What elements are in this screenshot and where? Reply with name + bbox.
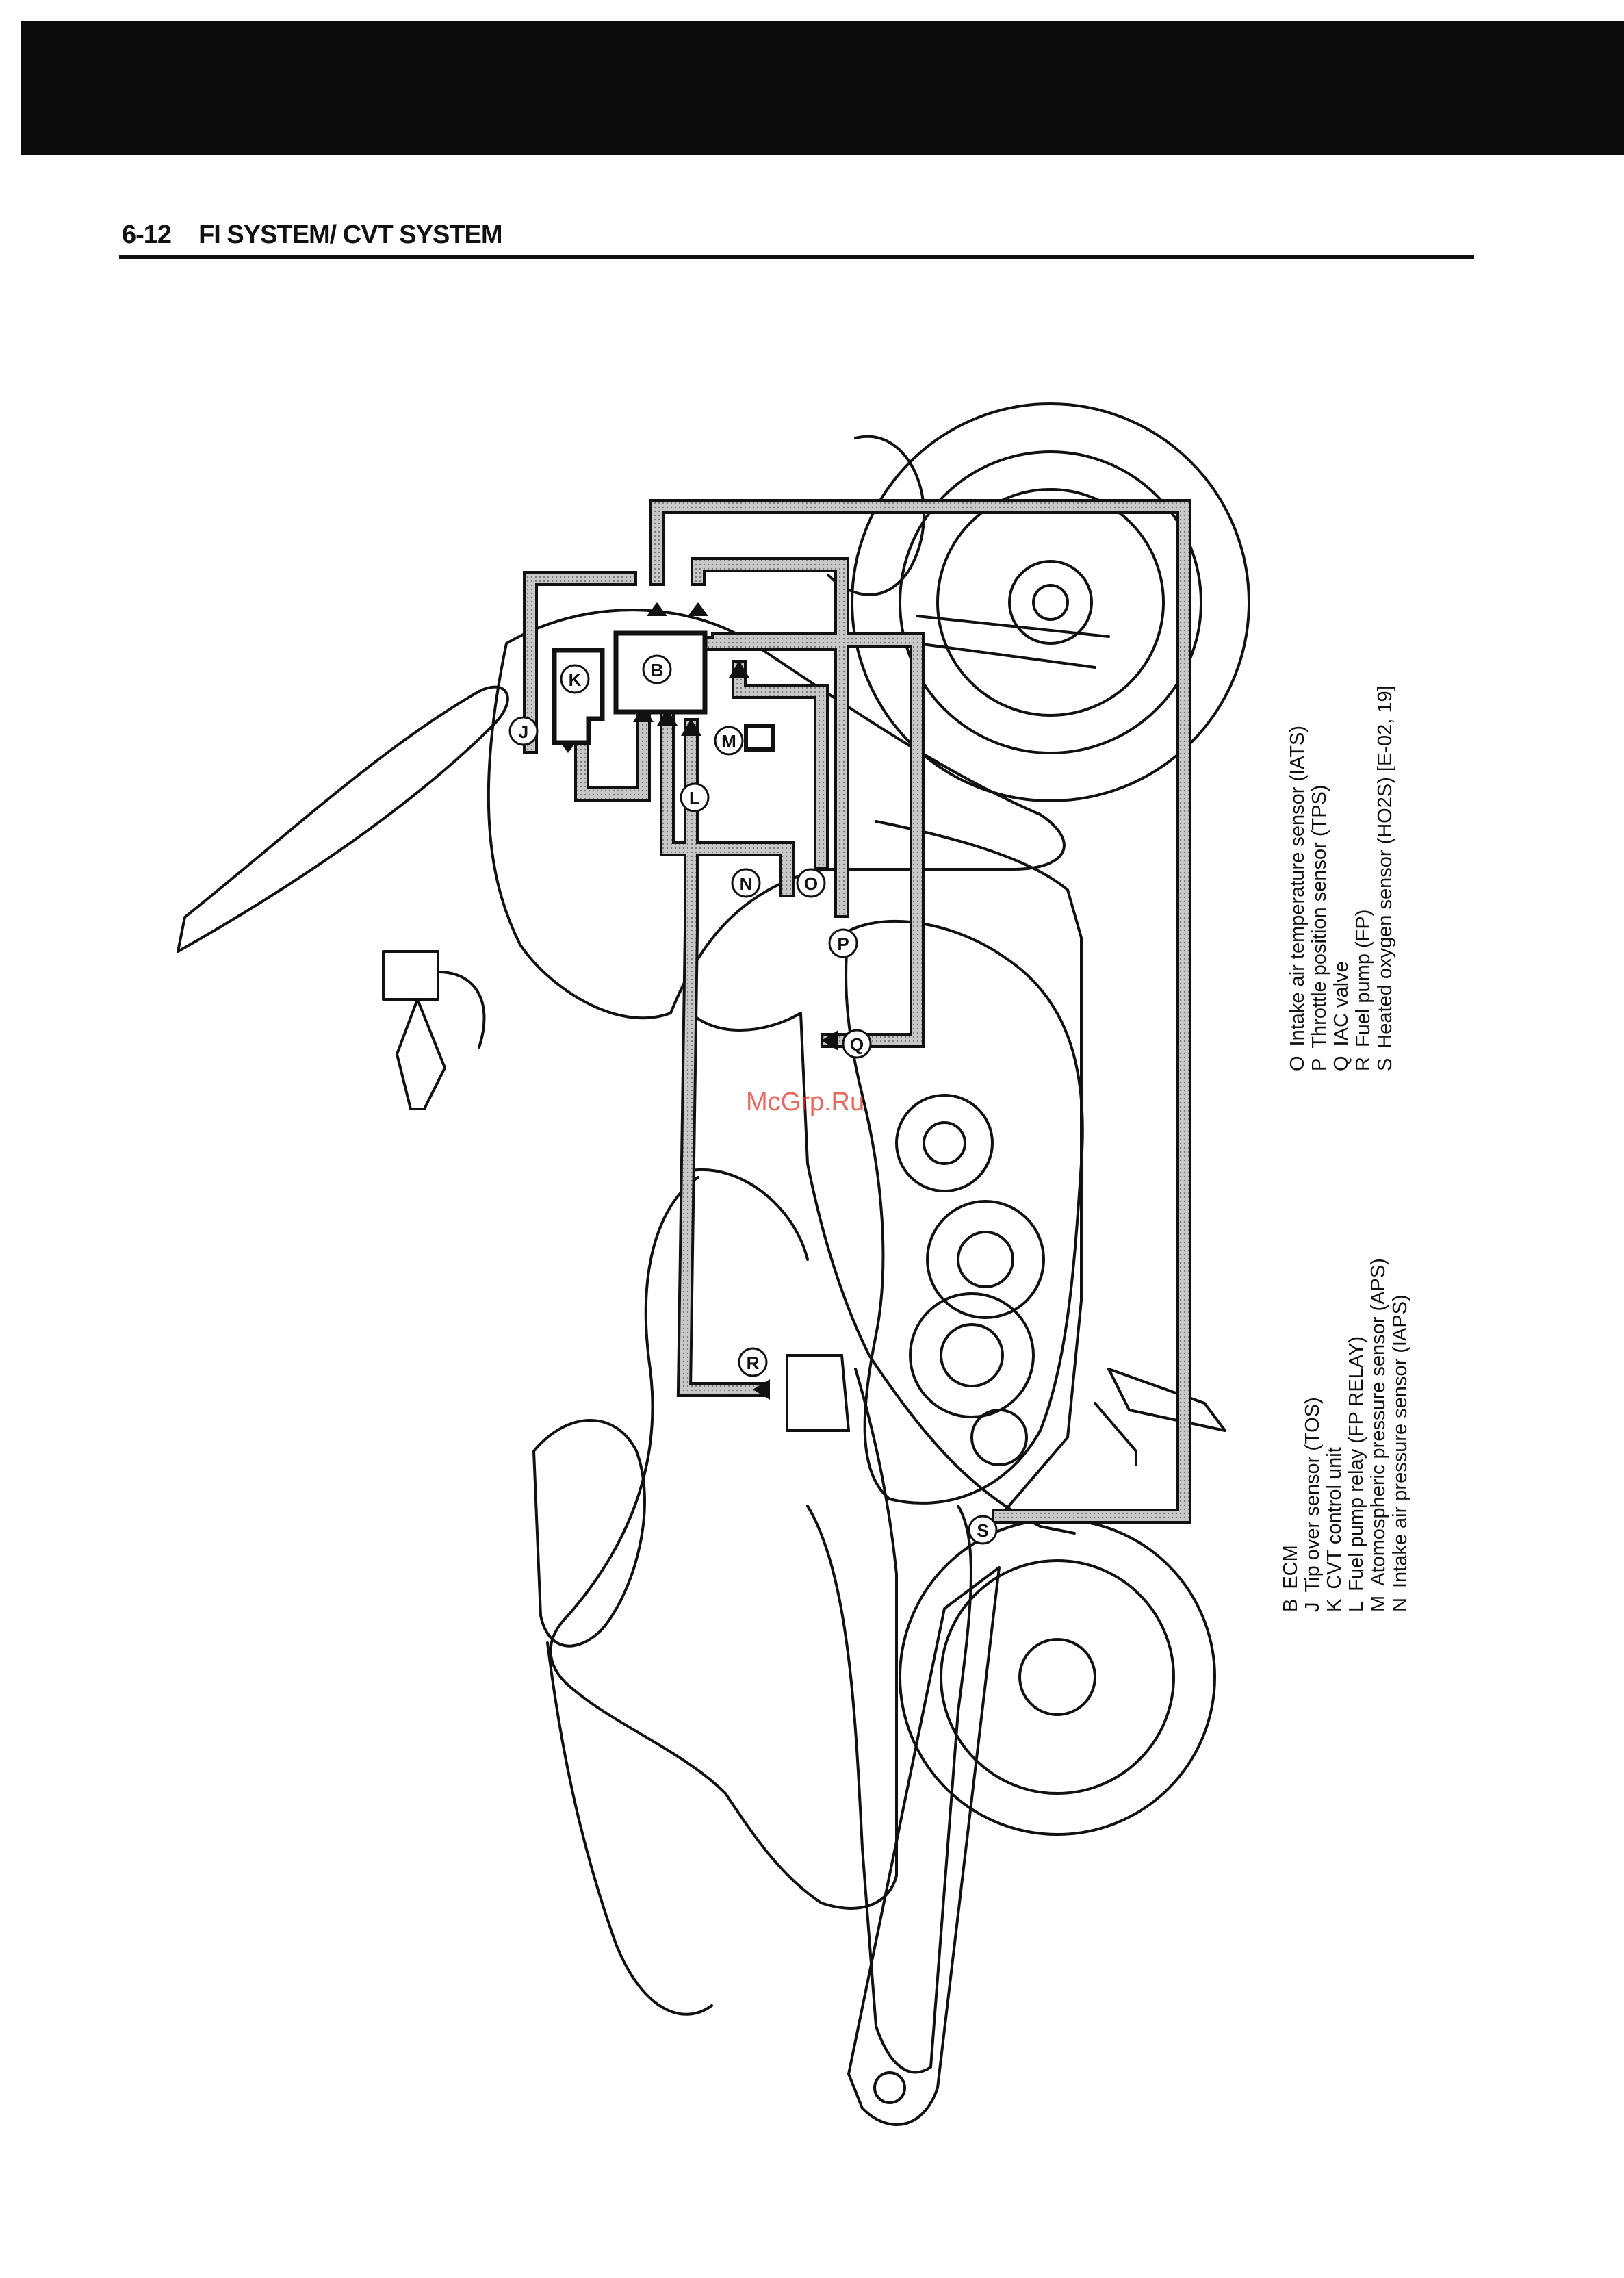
legend-right-3: RFuel pump (FP) — [1352, 910, 1374, 1071]
callout-o: O — [796, 868, 826, 898]
svg-text:N: N — [740, 873, 753, 894]
legend-right-1: PThrottle position sensor (TPS) — [1309, 784, 1330, 1071]
callout-j: J — [508, 716, 539, 746]
page-number: 6-12 — [122, 220, 172, 249]
callout-s: S — [968, 1515, 998, 1545]
rear-wheel — [899, 1518, 1216, 1836]
section-title: FI SYSTEM/ CVT SYSTEM — [198, 220, 502, 249]
callout-n: N — [731, 868, 761, 898]
svg-text:B: B — [651, 660, 664, 680]
svg-text:Q: Q — [850, 1034, 864, 1055]
svg-text:S: S — [977, 1520, 988, 1541]
svg-text:O: O — [804, 873, 818, 894]
legend-left: BECM JTip over sensor (TOS) KCVT control… — [1280, 1258, 1411, 1612]
svg-text:M: M — [721, 731, 736, 752]
callout-p: P — [828, 928, 858, 958]
legend-left-1: JTip over sensor (TOS) — [1302, 1397, 1324, 1612]
cvt-control-unit-box — [552, 648, 605, 745]
legend-right-4: SHeated oxygen sensor (HO2S) [E-02, 19] — [1374, 685, 1396, 1071]
svg-text:R: R — [747, 1353, 760, 1373]
callout-b: B — [642, 654, 672, 684]
svg-text:J: J — [519, 721, 528, 742]
svg-text:K: K — [569, 669, 582, 690]
callouts: B J K L M N O P Q R S — [508, 654, 998, 1545]
legend-left-0: BECM — [1280, 1545, 1302, 1612]
top-black-bar — [21, 21, 1624, 155]
legend-right-2: QIAC valve — [1330, 961, 1352, 1071]
wiring-harness — [523, 499, 1191, 1524]
legend-left-4: MAtomospheric pressure sensor (APS) — [1367, 1258, 1389, 1612]
watermark-text: McGrp.Ru — [746, 1088, 864, 1116]
aps-sensor-box — [744, 724, 775, 752]
legend-left-3: LFuel pump relay (FP RELAY) — [1345, 1336, 1367, 1612]
callout-l: L — [680, 782, 710, 812]
front-wheel — [851, 402, 1250, 802]
header-rule — [119, 255, 1474, 259]
legend-left-2: KCVT control unit — [1324, 1447, 1345, 1612]
callout-r: R — [738, 1347, 768, 1377]
callout-k: K — [560, 664, 590, 694]
page-header: 6-12 FI SYSTEM/ CVT SYSTEM — [122, 220, 503, 250]
svg-text:L: L — [689, 788, 700, 808]
legend-left-5: NIntake air pressure sensor (IAPS) — [1389, 1294, 1411, 1612]
svg-text:P: P — [837, 934, 849, 954]
harness-arrows — [558, 602, 838, 1400]
legend-right: OIntake air temperature sensor (IATS) PT… — [1287, 685, 1396, 1071]
callout-m: M — [714, 726, 744, 756]
legend-right-0: OIntake air temperature sensor (IATS) — [1287, 726, 1309, 1071]
callout-q: Q — [842, 1029, 872, 1059]
fuel-pump-body — [786, 1354, 851, 1432]
